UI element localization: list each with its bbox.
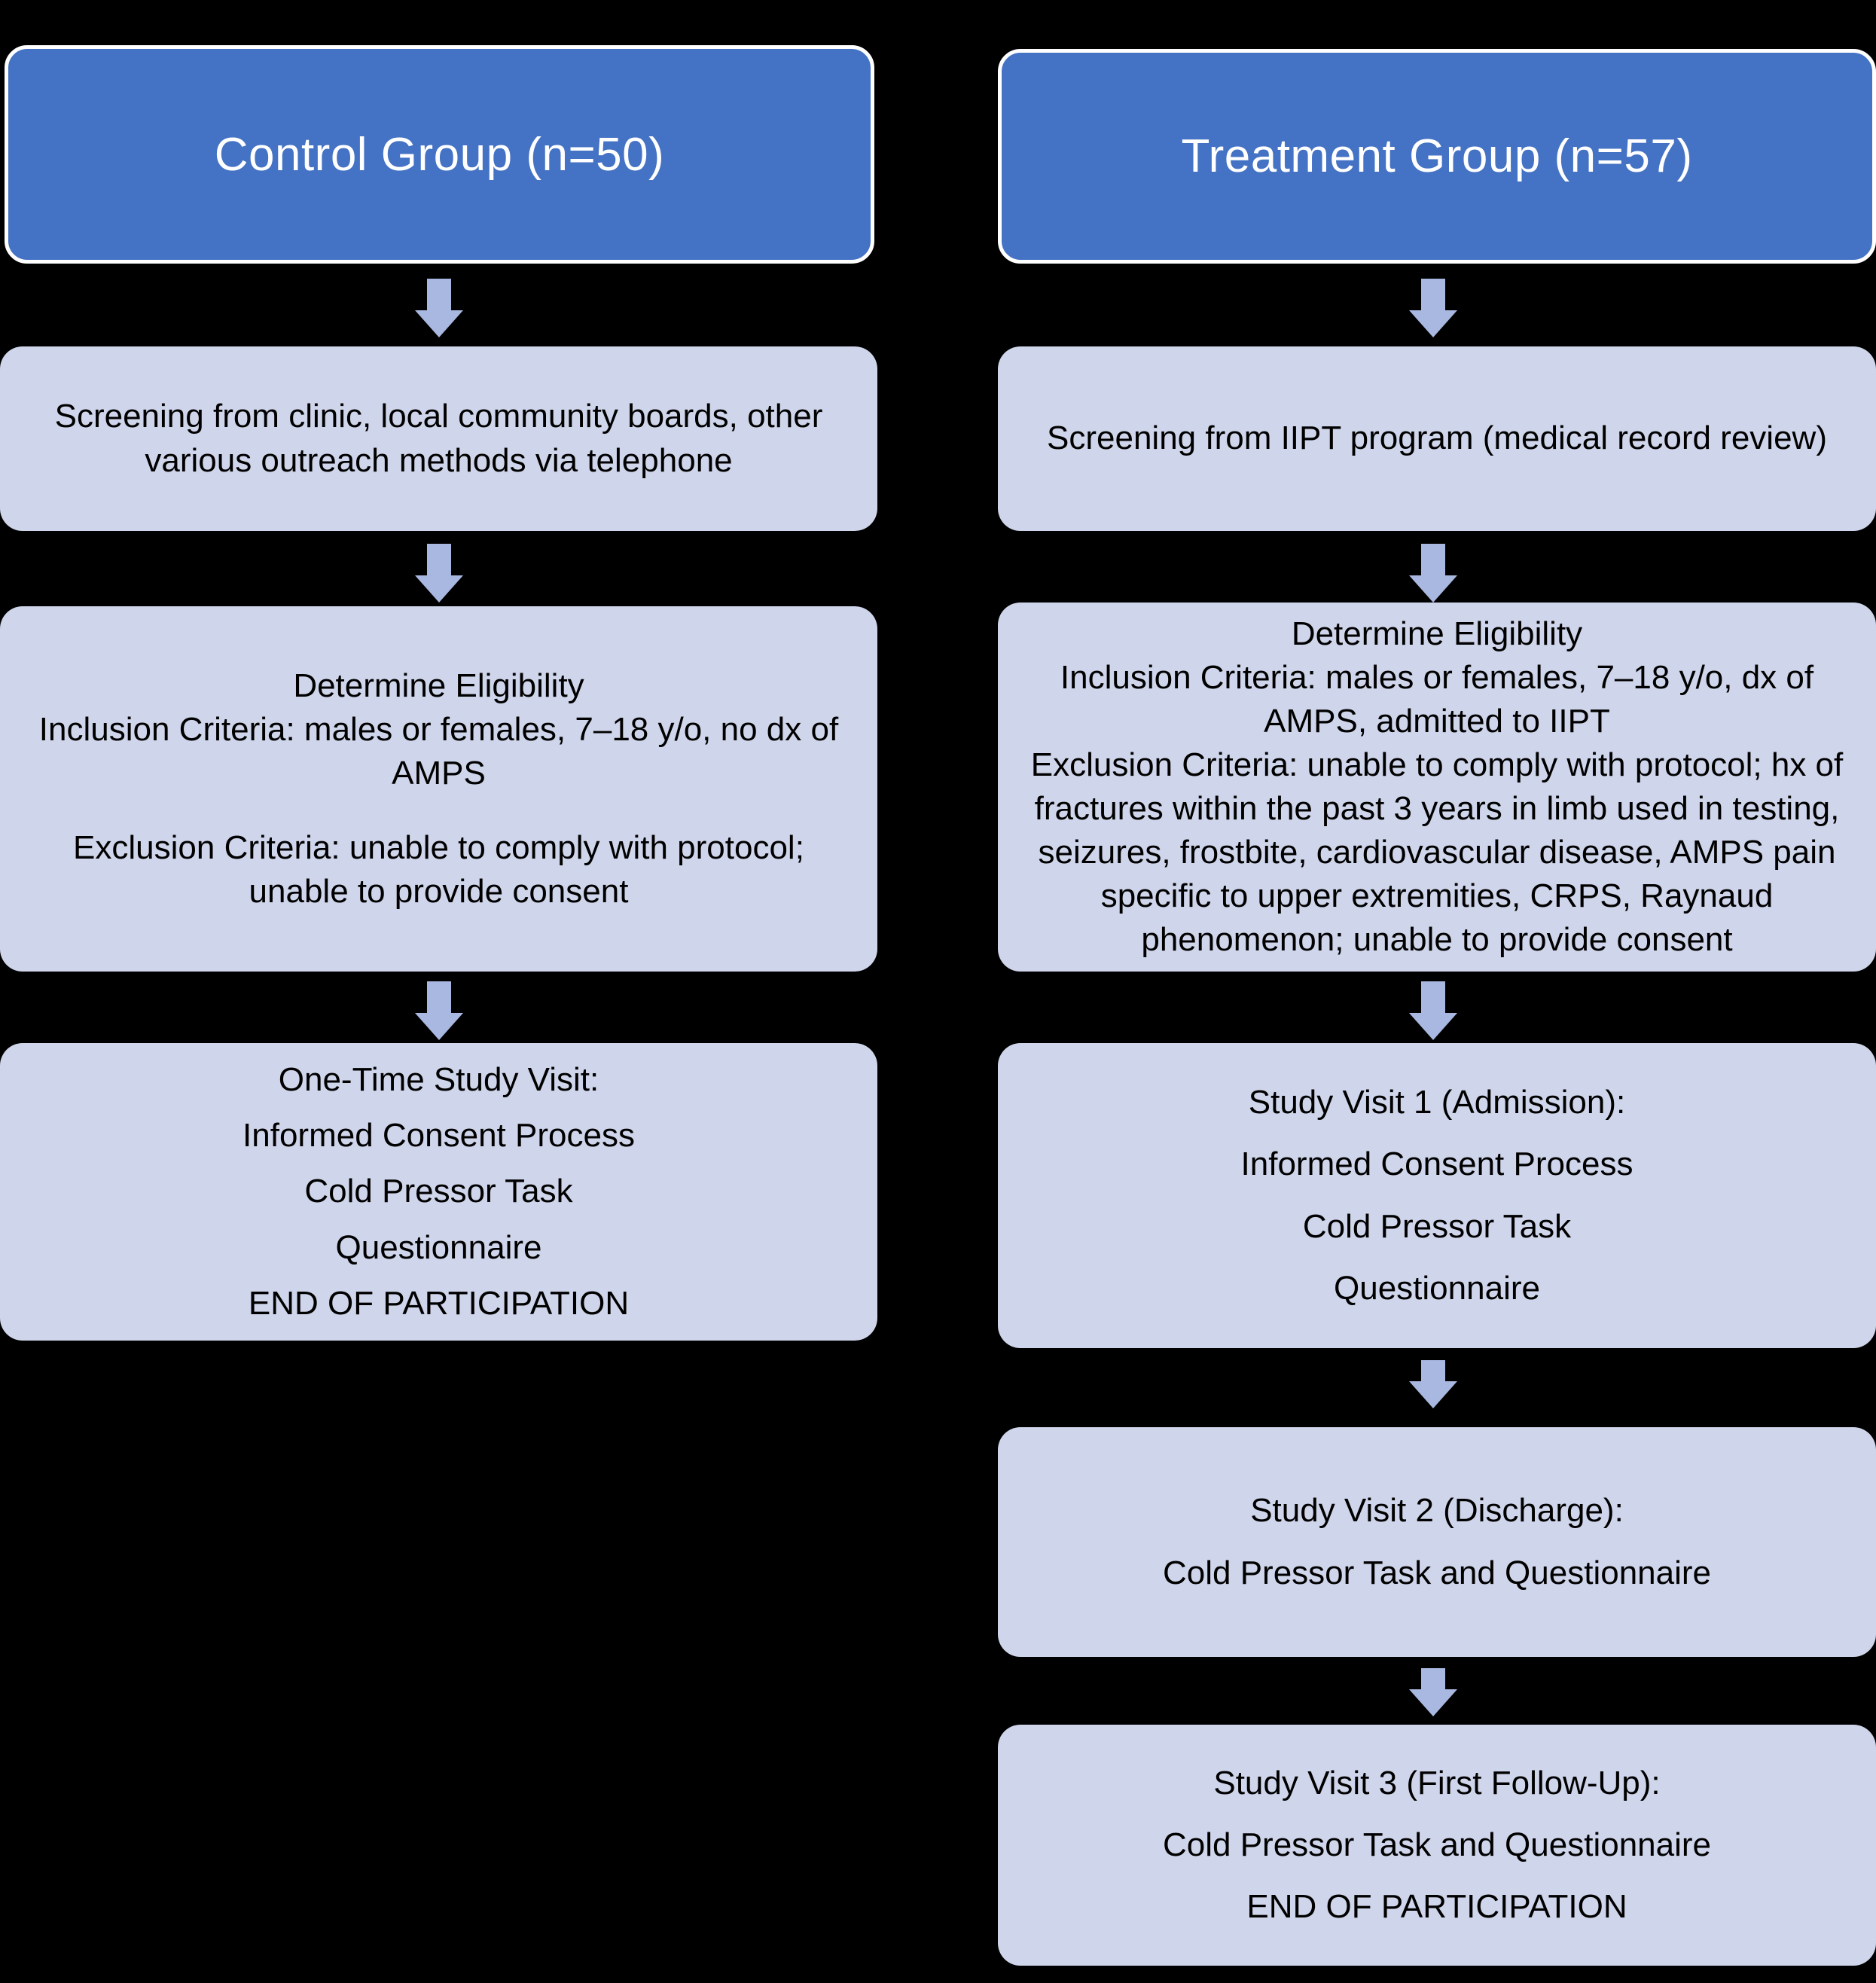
arrow-head xyxy=(1409,1689,1457,1716)
down-arrow-icon xyxy=(1409,981,1457,1040)
treatment-study-visit-3-box: Study Visit 3 (First Follow-Up): Cold Pr… xyxy=(998,1725,1876,1966)
control-visit-cold-pressor: Cold Pressor Task xyxy=(304,1173,573,1210)
treatment-screening-box: Screening from IIPT program (medical rec… xyxy=(998,346,1876,531)
control-visit-title: One-Time Study Visit: xyxy=(278,1061,599,1098)
treatment-visit2-title: Study Visit 2 (Discharge): xyxy=(1250,1492,1624,1530)
column-control-group: Control Group (n=50) Screening from clin… xyxy=(0,0,878,1983)
down-arrow-icon xyxy=(1409,279,1457,337)
control-eligibility-box: Determine Eligibility Inclusion Criteria… xyxy=(0,606,877,972)
control-screening-box: Screening from clinic, local community b… xyxy=(0,346,877,531)
arrow-head xyxy=(415,575,463,603)
treatment-study-visit-1-box: Study Visit 1 (Admission): Informed Cons… xyxy=(998,1043,1876,1348)
arrow-shaft xyxy=(427,279,451,310)
arrow-shaft xyxy=(1421,981,1445,1013)
treatment-visit1-consent: Informed Consent Process xyxy=(1240,1146,1633,1183)
arrow-head xyxy=(1409,1013,1457,1040)
control-screening-text: Screening from clinic, local community b… xyxy=(54,398,823,479)
control-visit-end: END OF PARTICIPATION xyxy=(248,1284,630,1322)
arrow-shaft xyxy=(1421,544,1445,575)
treatment-group-header-label: Treatment Group (n=57) xyxy=(1181,130,1693,182)
treatment-visit3-end: END OF PARTICIPATION xyxy=(1246,1888,1627,1926)
control-visit-questionnaire: Questionnaire xyxy=(335,1228,542,1266)
arrow-shaft xyxy=(427,981,451,1013)
treatment-study-visit-2-box: Study Visit 2 (Discharge): Cold Pressor … xyxy=(998,1427,1876,1657)
arrow-shaft xyxy=(1421,279,1445,310)
treatment-visit1-questionnaire: Questionnaire xyxy=(1334,1269,1540,1307)
arrow-head xyxy=(415,310,463,337)
arrow-head xyxy=(1409,1381,1457,1408)
treatment-exclusion-criteria: Exclusion Criteria: unable to comply wit… xyxy=(1030,746,1844,959)
down-arrow-icon xyxy=(1409,1668,1457,1716)
control-exclusion-criteria: Exclusion Criteria: unable to comply wit… xyxy=(73,828,804,910)
control-visit-consent: Informed Consent Process xyxy=(243,1117,635,1155)
treatment-screening-text: Screening from IIPT program (medical rec… xyxy=(1047,419,1827,457)
control-group-header: Control Group (n=50) xyxy=(5,45,874,264)
arrow-shaft xyxy=(427,544,451,575)
treatment-group-header: Treatment Group (n=57) xyxy=(998,49,1876,264)
control-eligibility-title: Determine Eligibility xyxy=(293,667,584,705)
control-inclusion-criteria: Inclusion Criteria: males or females, 7–… xyxy=(38,711,839,792)
arrow-head xyxy=(415,1013,463,1040)
down-arrow-icon xyxy=(1409,1360,1457,1408)
treatment-visit2-tasks: Cold Pressor Task and Questionnaire xyxy=(1162,1554,1712,1591)
control-study-visit-box: One-Time Study Visit: Informed Consent P… xyxy=(0,1043,877,1341)
treatment-eligibility-title: Determine Eligibility xyxy=(1291,615,1583,652)
treatment-visit3-title: Study Visit 3 (First Follow-Up): xyxy=(1213,1764,1661,1801)
control-group-header-label: Control Group (n=50) xyxy=(214,128,665,181)
down-arrow-icon xyxy=(415,981,463,1040)
arrow-shaft xyxy=(1421,1360,1445,1381)
treatment-inclusion-criteria: Inclusion Criteria: males or females, 7–… xyxy=(1060,658,1814,740)
column-treatment-group: Treatment Group (n=57) Screening from II… xyxy=(998,0,1876,1983)
down-arrow-icon xyxy=(1409,544,1457,603)
arrow-shaft xyxy=(1421,1668,1445,1689)
arrow-head xyxy=(1409,575,1457,603)
down-arrow-icon xyxy=(415,544,463,603)
down-arrow-icon xyxy=(415,279,463,337)
treatment-visit1-cold-pressor: Cold Pressor Task xyxy=(1302,1207,1572,1245)
treatment-visit3-tasks: Cold Pressor Task and Questionnaire xyxy=(1162,1826,1712,1863)
treatment-eligibility-box: Determine Eligibility Inclusion Criteria… xyxy=(998,603,1876,972)
arrow-head xyxy=(1409,310,1457,337)
treatment-visit1-title: Study Visit 1 (Admission): xyxy=(1248,1084,1626,1121)
